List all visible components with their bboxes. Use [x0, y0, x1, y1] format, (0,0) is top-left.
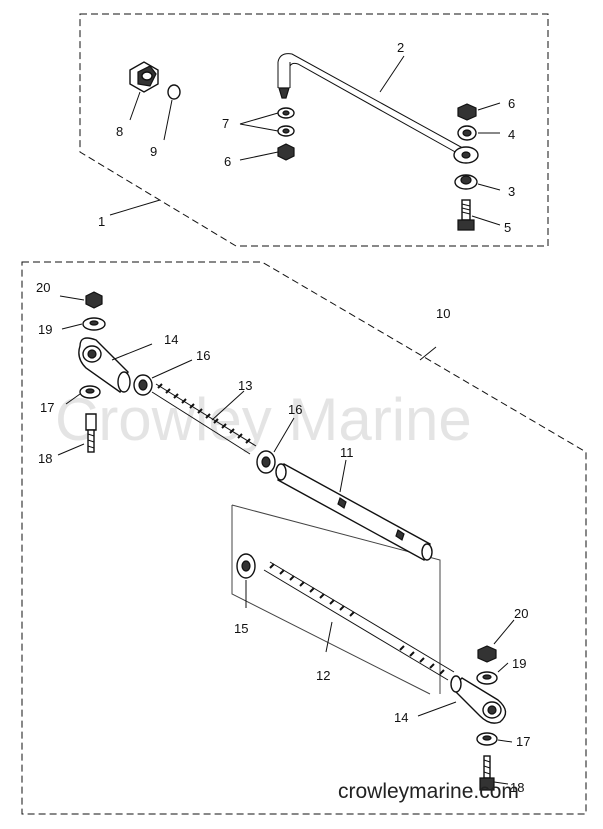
callout-13: 13 — [238, 378, 252, 393]
rod-end-part-14-upper — [78, 337, 131, 394]
callout-19-lower: 19 — [512, 656, 526, 671]
sub-assembly-bracket — [231, 504, 441, 695]
site-url-text: crowleymarine.com — [338, 780, 519, 803]
callout-6-right: 6 — [508, 96, 515, 111]
washer-part-17-lower — [476, 732, 498, 746]
callout-10: 10 — [436, 306, 450, 321]
washer-part-9 — [167, 84, 181, 100]
upper-assembly-group — [79, 13, 549, 247]
callout-14-upper: 14 — [164, 332, 178, 347]
callout-6-left: 6 — [224, 154, 231, 169]
nut-part-16-lower — [256, 450, 276, 474]
lower-group-boundary — [21, 261, 587, 815]
lower-leader-lines — [57, 295, 515, 785]
washer-part-19-lower — [476, 671, 498, 685]
washer-part-19-upper — [82, 317, 106, 331]
upper-group-boundary — [79, 13, 549, 247]
washer-part-17-upper — [79, 385, 101, 399]
callout-14-lower: 14 — [394, 710, 408, 725]
nut-part-8 — [129, 61, 159, 93]
callout-17-upper: 17 — [40, 400, 54, 415]
bolt-part-18-lower — [479, 755, 495, 791]
callout-1: 1 — [98, 214, 105, 229]
callout-16-upper: 16 — [196, 348, 210, 363]
callout-7: 7 — [222, 116, 229, 131]
rod-end-part-14-lower — [450, 675, 507, 724]
nut-part-6-left — [277, 143, 295, 161]
callout-20-lower: 20 — [514, 606, 528, 621]
callout-5: 5 — [504, 220, 511, 235]
nut-part-16-upper — [133, 374, 153, 396]
threaded-rod-part-13 — [151, 383, 257, 455]
callout-18-upper: 18 — [38, 451, 52, 466]
bolt-part-18-upper — [85, 413, 97, 453]
callout-3: 3 — [508, 184, 515, 199]
callout-17-lower: 17 — [516, 734, 530, 749]
spacer-part-4 — [457, 125, 477, 141]
callout-11: 11 — [340, 445, 354, 460]
callout-20-upper: 20 — [36, 280, 50, 295]
watermark-text: Crowley Marine — [55, 386, 472, 453]
callout-19-upper: 19 — [38, 322, 52, 337]
callout-8: 8 — [116, 124, 123, 139]
callout-18-lower: 18 — [510, 780, 524, 795]
small-washers-part-7 — [277, 107, 295, 137]
callout-9: 9 — [150, 144, 157, 159]
nut-part-20-lower — [477, 645, 497, 663]
nut-part-20-upper — [85, 291, 103, 309]
callout-15: 15 — [234, 621, 248, 636]
callout-labels: 2 6 4 3 5 8 9 7 6 1 10 20 19 14 16 17 18… — [36, 40, 530, 795]
bushing-part-3 — [454, 174, 478, 190]
upper-leader-lines — [109, 55, 501, 226]
callout-16-lower: 16 — [288, 402, 302, 417]
threaded-rod-part-12 — [263, 561, 455, 681]
nut-part-15 — [236, 553, 256, 579]
bolt-part-5 — [457, 199, 475, 231]
callout-12: 12 — [316, 668, 330, 683]
callout-2: 2 — [397, 40, 404, 55]
nut-part-6-right — [457, 103, 477, 121]
steering-rod-part-2 — [277, 53, 479, 164]
lower-assembly-group — [21, 261, 587, 815]
callout-4: 4 — [508, 127, 515, 142]
tube-part-11 — [275, 462, 433, 562]
